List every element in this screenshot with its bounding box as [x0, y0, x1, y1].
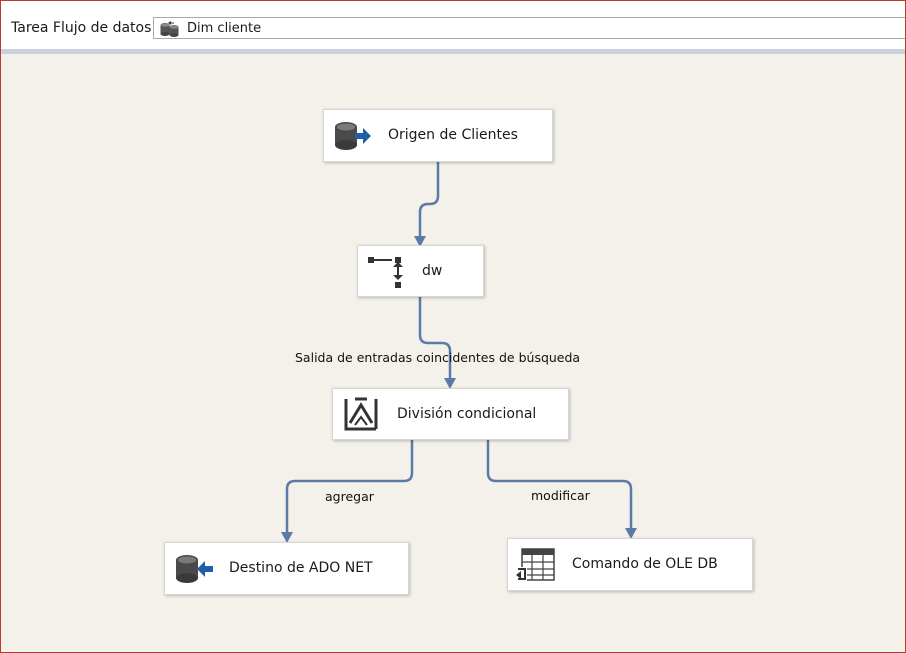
ado-net-source-icon — [335, 122, 371, 150]
node-destino-de-ado-net[interactable]: Destino de ADO NET — [164, 542, 409, 595]
path-division-to-destino — [285, 440, 414, 534]
path-label-lookup-match[interactable]: Salida de entradas coincidentes de búsqu… — [295, 350, 581, 365]
node-label: División condicional — [397, 406, 537, 422]
path-dw-to-division — [418, 297, 452, 380]
ado-net-destination-icon — [176, 555, 213, 583]
arrowhead-destino — [281, 532, 293, 543]
path-division-to-comando — [486, 440, 633, 530]
data-flow-task-icon — [160, 21, 179, 37]
task-label: Tarea Flujo de datos: — [11, 20, 157, 36]
node-label: Comando de OLE DB — [572, 556, 718, 572]
toolbar: Tarea Flujo de datos: Dim cliente — [1, 1, 905, 51]
toolbar-separator — [1, 49, 905, 54]
arrowhead-dw — [414, 236, 426, 247]
path-origen-to-dw — [418, 162, 440, 238]
node-label: Destino de ADO NET — [229, 560, 373, 576]
path-label-agregar[interactable]: agregar — [325, 489, 374, 504]
node-dw[interactable]: dw — [357, 245, 484, 297]
ole-db-command-icon — [516, 548, 555, 581]
arrowhead-comando — [625, 528, 637, 539]
node-label: dw — [422, 263, 443, 279]
connectors-layer — [281, 162, 637, 543]
design-canvas[interactable]: Origen de Clientes dw Salida de entradas… — [1, 54, 905, 652]
lookup-icon — [368, 257, 403, 288]
node-label: Origen de Clientes — [388, 127, 518, 143]
node-division-condicional[interactable]: División condicional — [332, 388, 569, 440]
task-dropdown[interactable]: Dim cliente — [153, 17, 905, 39]
path-label-modificar[interactable]: modificar — [531, 488, 590, 503]
task-dropdown-value: Dim cliente — [187, 21, 262, 36]
node-comando-de-ole-db[interactable]: Comando de OLE DB — [507, 538, 753, 591]
arrowhead-division — [444, 378, 456, 389]
conditional-split-icon — [344, 397, 378, 431]
node-origen-de-clientes[interactable]: Origen de Clientes — [323, 109, 553, 162]
